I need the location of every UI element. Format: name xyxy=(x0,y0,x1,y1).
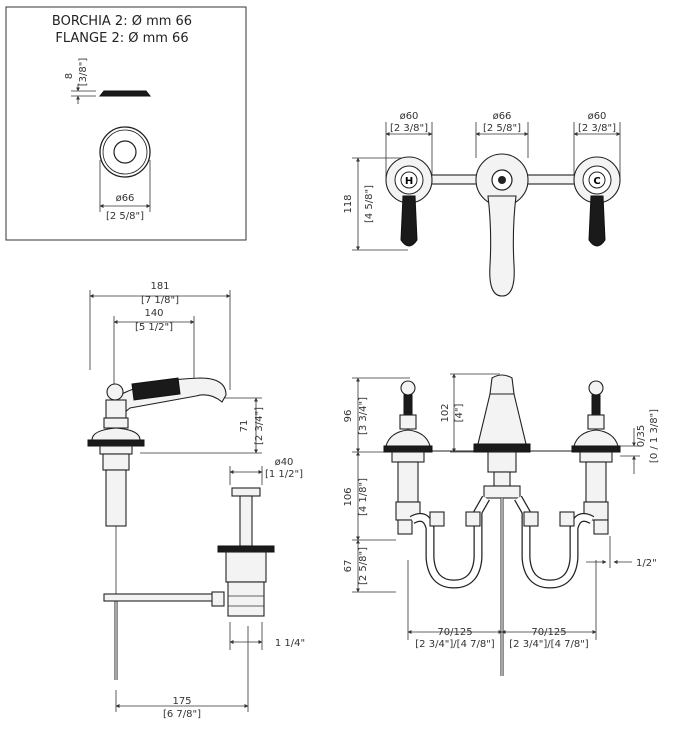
flange-profile xyxy=(98,90,152,97)
rear-view: 96 [3 3/4"] 106 [4 1/8"] 67 [2 5/8"] 102… xyxy=(343,373,660,676)
front-height-mm: 118 xyxy=(343,194,354,213)
front-center-dia-mm: ø66 xyxy=(493,111,512,122)
rear-deck-mm: 0/35 xyxy=(636,425,647,447)
side-rosette xyxy=(91,427,141,441)
inset-thickness-in: [3/8"] xyxy=(78,58,89,87)
side-deck xyxy=(87,439,145,447)
side-drain-dia-in: [1 1/2"] xyxy=(265,469,303,480)
rear-pipe-h-in: [2 5/8"] xyxy=(358,547,369,585)
front-height-in: [4 5/8"] xyxy=(364,185,375,223)
hot-handle-lever xyxy=(400,195,418,247)
rear-left-spacing-mm: 70/125 xyxy=(437,627,472,638)
front-left-dia-in: [2 3/8"] xyxy=(390,123,428,134)
inset-dia-mm: ø66 xyxy=(116,193,135,204)
rear-body-h-in: [4 1/8"] xyxy=(358,478,369,516)
front-spout xyxy=(487,195,517,297)
cold-mark: C xyxy=(593,176,600,187)
hot-mark: H xyxy=(405,176,413,187)
drain-body xyxy=(225,551,267,583)
side-reach-mm: 140 xyxy=(144,308,163,319)
drain-cap xyxy=(231,487,261,497)
rear-right-spacing-mm: 70/125 xyxy=(531,627,566,638)
inset-dia-in: [2 5/8"] xyxy=(106,211,144,222)
side-handle-grip xyxy=(131,377,181,401)
side-drain-dia-mm: ø40 xyxy=(275,457,294,468)
inset-title-en: FLANGE 2: Ø mm 66 xyxy=(55,31,188,46)
front-right-dia-in: [2 3/8"] xyxy=(578,123,616,134)
rear-left-handle xyxy=(403,394,413,416)
side-rod-len-mm: 175 xyxy=(172,696,191,707)
rear-pipe-thread: 1/2" xyxy=(636,558,657,569)
rear-deck-in: [0 / 1 3/8"] xyxy=(649,409,660,463)
inset-thickness-mm: 8 xyxy=(64,73,75,79)
front-left-dia-mm: ø60 xyxy=(400,111,419,122)
side-drain-thread: 1 1/4" xyxy=(275,638,305,649)
side-body xyxy=(105,469,127,527)
rear-left-valve xyxy=(397,461,419,503)
side-spout-h-mm: 71 xyxy=(239,420,250,433)
rear-handle-h-in: [3 3/4"] xyxy=(358,397,369,435)
rear-spout-h-in: [4"] xyxy=(454,404,465,423)
drain-stem xyxy=(239,495,253,547)
side-total-len-mm: 181 xyxy=(150,281,169,292)
rear-right-handle xyxy=(591,394,601,416)
inset-title-it: BORCHIA 2: Ø mm 66 xyxy=(52,14,192,29)
rear-left-spacing-in: [2 3/4"]/[4 7/8"] xyxy=(415,639,495,650)
side-view: 181 [7 1/8"] 140 [5 1/2"] 71 [2 3/4"] xyxy=(87,281,305,720)
cold-handle-lever xyxy=(588,195,606,247)
side-spout-h-in: [2 3/4"] xyxy=(254,407,265,445)
drain-flange xyxy=(217,545,275,553)
rear-spout-body xyxy=(477,393,527,445)
rear-handle-h-mm: 96 xyxy=(343,410,354,423)
rear-pipe-h-mm: 67 xyxy=(343,560,354,573)
front-right-dia-mm: ø60 xyxy=(588,111,607,122)
front-center-dia-in: [2 5/8"] xyxy=(483,123,521,134)
side-rod-len-in: [6 7/8"] xyxy=(163,709,201,720)
rear-body-h-mm: 106 xyxy=(343,487,354,506)
rear-right-valve xyxy=(585,461,607,503)
front-view: ø60 [2 3/8"] ø66 [2 5/8"] ø60 [2 3/8"] 1… xyxy=(343,111,621,297)
flange-inset: BORCHIA 2: Ø mm 66 FLANGE 2: Ø mm 66 8 [… xyxy=(5,6,247,241)
side-pivot-rod xyxy=(103,593,215,602)
rear-right-spacing-in: [2 3/4"]/[4 7/8"] xyxy=(509,639,589,650)
rear-spout-h-mm: 102 xyxy=(440,403,451,422)
side-total-len-in: [7 1/8"] xyxy=(141,295,179,306)
side-reach-in: [5 1/2"] xyxy=(135,322,173,333)
inset-frame xyxy=(5,6,247,241)
